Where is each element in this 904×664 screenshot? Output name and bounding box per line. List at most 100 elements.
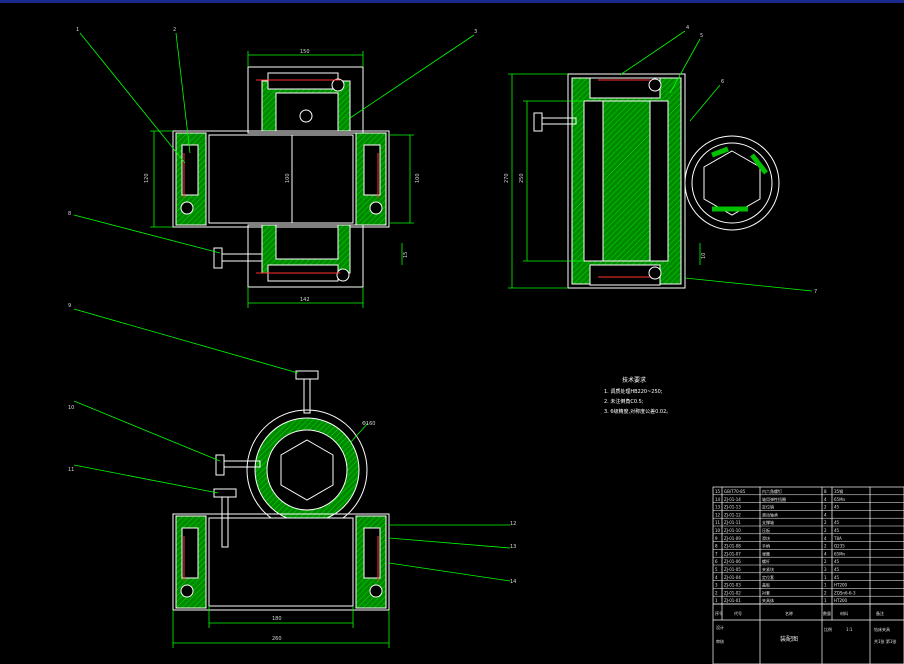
tb-cell-name: 定位套 (762, 574, 774, 580)
tb-cell-qty: 2 (824, 559, 827, 564)
title-block (712, 486, 904, 664)
tb-cell-mat: T8A (833, 536, 842, 541)
tb-cell-qty: 1 (824, 598, 827, 603)
dim-left-height: 120 (144, 173, 150, 183)
side-view-ring-outer (684, 135, 780, 231)
top-view-cavity (208, 134, 354, 224)
tb-cell-qty: 2 (824, 505, 827, 510)
front-view-handles[interactable] (213, 370, 319, 548)
tb-cell-name: 轴用弹性挡圈 (762, 496, 786, 502)
balloon-texts: 1 2 3 4 5 6 7 8 9 10 11 12 13 14 (68, 25, 817, 585)
dim-right-small: 15 (403, 252, 409, 258)
tech-req-line-3: 3. 6级精度,对称度公差0.02。 (604, 408, 671, 415)
front-view-springs (183, 536, 379, 581)
tb-cell-qty: 1 (824, 575, 827, 580)
tb-cell-qty: 4 (824, 551, 827, 556)
tb-drawing-title: 装配图 (780, 635, 798, 643)
tb-cell-name: 滚动轴承 (762, 511, 778, 517)
balloon-1: 1 (76, 27, 79, 33)
tb-cell-code: ZJ-01-05 (724, 567, 741, 572)
dim-center-height: 100 (285, 173, 291, 183)
tb-cell-code: ZJ-01-12 (724, 512, 741, 517)
front-view-right-roller (369, 584, 383, 598)
tb-cell-no: 6 (715, 559, 718, 564)
dim-front-width: 180 (272, 616, 282, 622)
front-view-body (172, 513, 390, 611)
tb-header-note: 备注 (876, 610, 884, 616)
tb-cell-code: ZJ-01-03 (724, 583, 741, 588)
tb-cell-no: 8 (715, 544, 718, 549)
dim-front-total: 260 (272, 636, 282, 642)
tb-cell-name: 内六角螺钉 (762, 488, 782, 494)
tb-header-mat: 材料 (840, 610, 848, 616)
front-view (172, 409, 390, 611)
side-view-handle[interactable] (533, 112, 577, 132)
cad-drawing-canvas[interactable]: 15GB/T70-85内六角螺钉835钢14ZJ-01-14轴用弹性挡圈465M… (0, 3, 904, 664)
tb-cell-code: ZJ-01-04 (724, 575, 741, 580)
balloon-4: 4 (686, 25, 689, 31)
tb-cell-no: 9 (715, 536, 718, 541)
tb-cell-no: 2 (715, 590, 718, 595)
tb-cell-mat: HT200 (834, 598, 848, 603)
top-view-middle-body (172, 130, 390, 228)
tb-cell-mat: HT200 (834, 583, 848, 588)
tb-header-code: 代号 (734, 610, 742, 616)
top-view-handle[interactable] (213, 247, 263, 269)
tb-checker: 审核 (716, 638, 724, 644)
tb-cell-name: 定位销 (762, 504, 774, 510)
balloon-5: 5 (700, 33, 703, 39)
top-view (172, 66, 390, 288)
tb-cell-mat: ZQSn6-6-3 (834, 590, 856, 595)
top-view-lower-roller (336, 268, 350, 282)
balloon-9: 9 (68, 303, 71, 309)
tb-cell-qty: 2 (824, 544, 827, 549)
tb-drawing-name: 钻床夹具 (874, 626, 890, 632)
top-view-springs (183, 79, 379, 274)
tb-cell-mat: 65Mn (834, 551, 846, 556)
dim-side-inner: 250 (519, 173, 525, 183)
tb-scale-value: 1:1 (846, 627, 853, 632)
tb-cell-mat: 45 (834, 567, 840, 572)
tb-cell-no: 3 (715, 583, 718, 588)
top-view-right-roller (369, 201, 383, 215)
tb-cell-code: ZJ-01-14 (724, 497, 741, 502)
tb-cell-code: ZJ-01-07 (724, 551, 741, 556)
top-view-left-slot (181, 144, 199, 196)
tb-cell-code: ZJ-01-13 (724, 505, 741, 510)
tb-cell-code: ZJ-01-10 (724, 528, 741, 533)
balloon-11: 11 (68, 467, 74, 473)
side-view-jaws (711, 146, 768, 212)
dim-bottom-width: 142 (300, 297, 310, 303)
front-view-left-slot (181, 527, 199, 579)
balloon-6: 6 (721, 79, 724, 85)
tb-cell-qty: 2 (824, 528, 827, 533)
side-view-center-hatch (602, 100, 651, 262)
tb-cell-mat: 45 (834, 559, 840, 564)
tb-cell-name: 手柄 (762, 543, 770, 549)
tb-cell-qty: 2 (824, 520, 827, 525)
tb-cell-name: 夹紧块 (762, 566, 774, 572)
front-view-cavity (208, 517, 354, 607)
tb-cell-code: ZJ-01-11 (724, 520, 741, 525)
title-block-labels: 序号 代号 名称 数量 材料 备注 装配图 钻床夹具 比例 1:1 共1张 第1… (715, 610, 896, 644)
tb-cell-mat: 45 (834, 520, 840, 525)
tb-cell-mat: 45 (834, 528, 840, 533)
tb-header-name: 名称 (785, 610, 793, 616)
tb-cell-name: 盖板 (762, 582, 770, 588)
tb-cell-no: 11 (715, 520, 721, 525)
side-view-dimensions (508, 30, 813, 292)
tb-cell-name: 夹具体 (762, 597, 774, 603)
balloon-12: 12 (510, 521, 516, 527)
top-view-upper-roller (331, 78, 345, 92)
tb-cell-no: 15 (715, 489, 721, 494)
top-view-bore (299, 109, 313, 123)
window-top-border (0, 0, 904, 3)
tb-cell-name: 衬套 (762, 589, 770, 595)
balloon-10: 10 (68, 405, 74, 411)
balloon-14: 14 (510, 579, 516, 585)
tb-cell-no: 1 (715, 598, 718, 603)
tb-cell-name: 螺杆 (762, 558, 770, 564)
tb-cell-qty: 4 (824, 497, 827, 502)
tb-cell-no: 12 (715, 512, 721, 517)
